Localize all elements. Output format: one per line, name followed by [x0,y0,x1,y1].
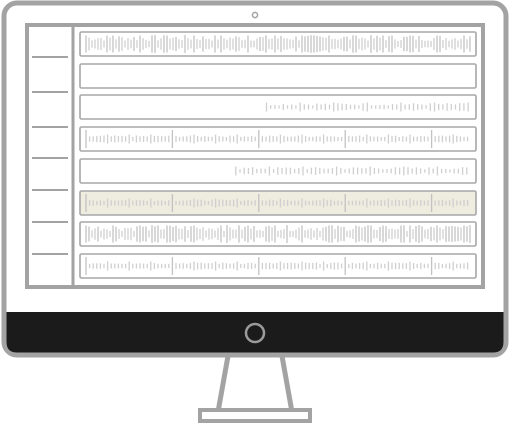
track-sidebar [32,56,68,255]
track-row[interactable] [79,253,477,279]
monitor-stand [198,355,312,423]
track-row[interactable] [79,31,477,57]
camera-dot-icon [251,11,259,19]
track-row[interactable] [79,63,477,89]
track-clip[interactable] [79,126,477,152]
track-clip-selected[interactable] [79,190,477,216]
track-clip[interactable] [79,253,477,279]
track-clip[interactable] [79,63,477,89]
home-button-icon[interactable] [244,322,266,344]
screen [25,23,485,289]
monitor-chin [6,312,504,353]
track-list [79,31,477,279]
track-row[interactable] [79,158,477,184]
track-row[interactable] [79,94,477,120]
stand-base [198,408,312,423]
track-clip[interactable] [79,94,477,120]
track-row[interactable] [79,190,477,216]
track-row[interactable] [79,221,477,247]
stand-neck [215,355,295,415]
track-row[interactable] [79,126,477,152]
